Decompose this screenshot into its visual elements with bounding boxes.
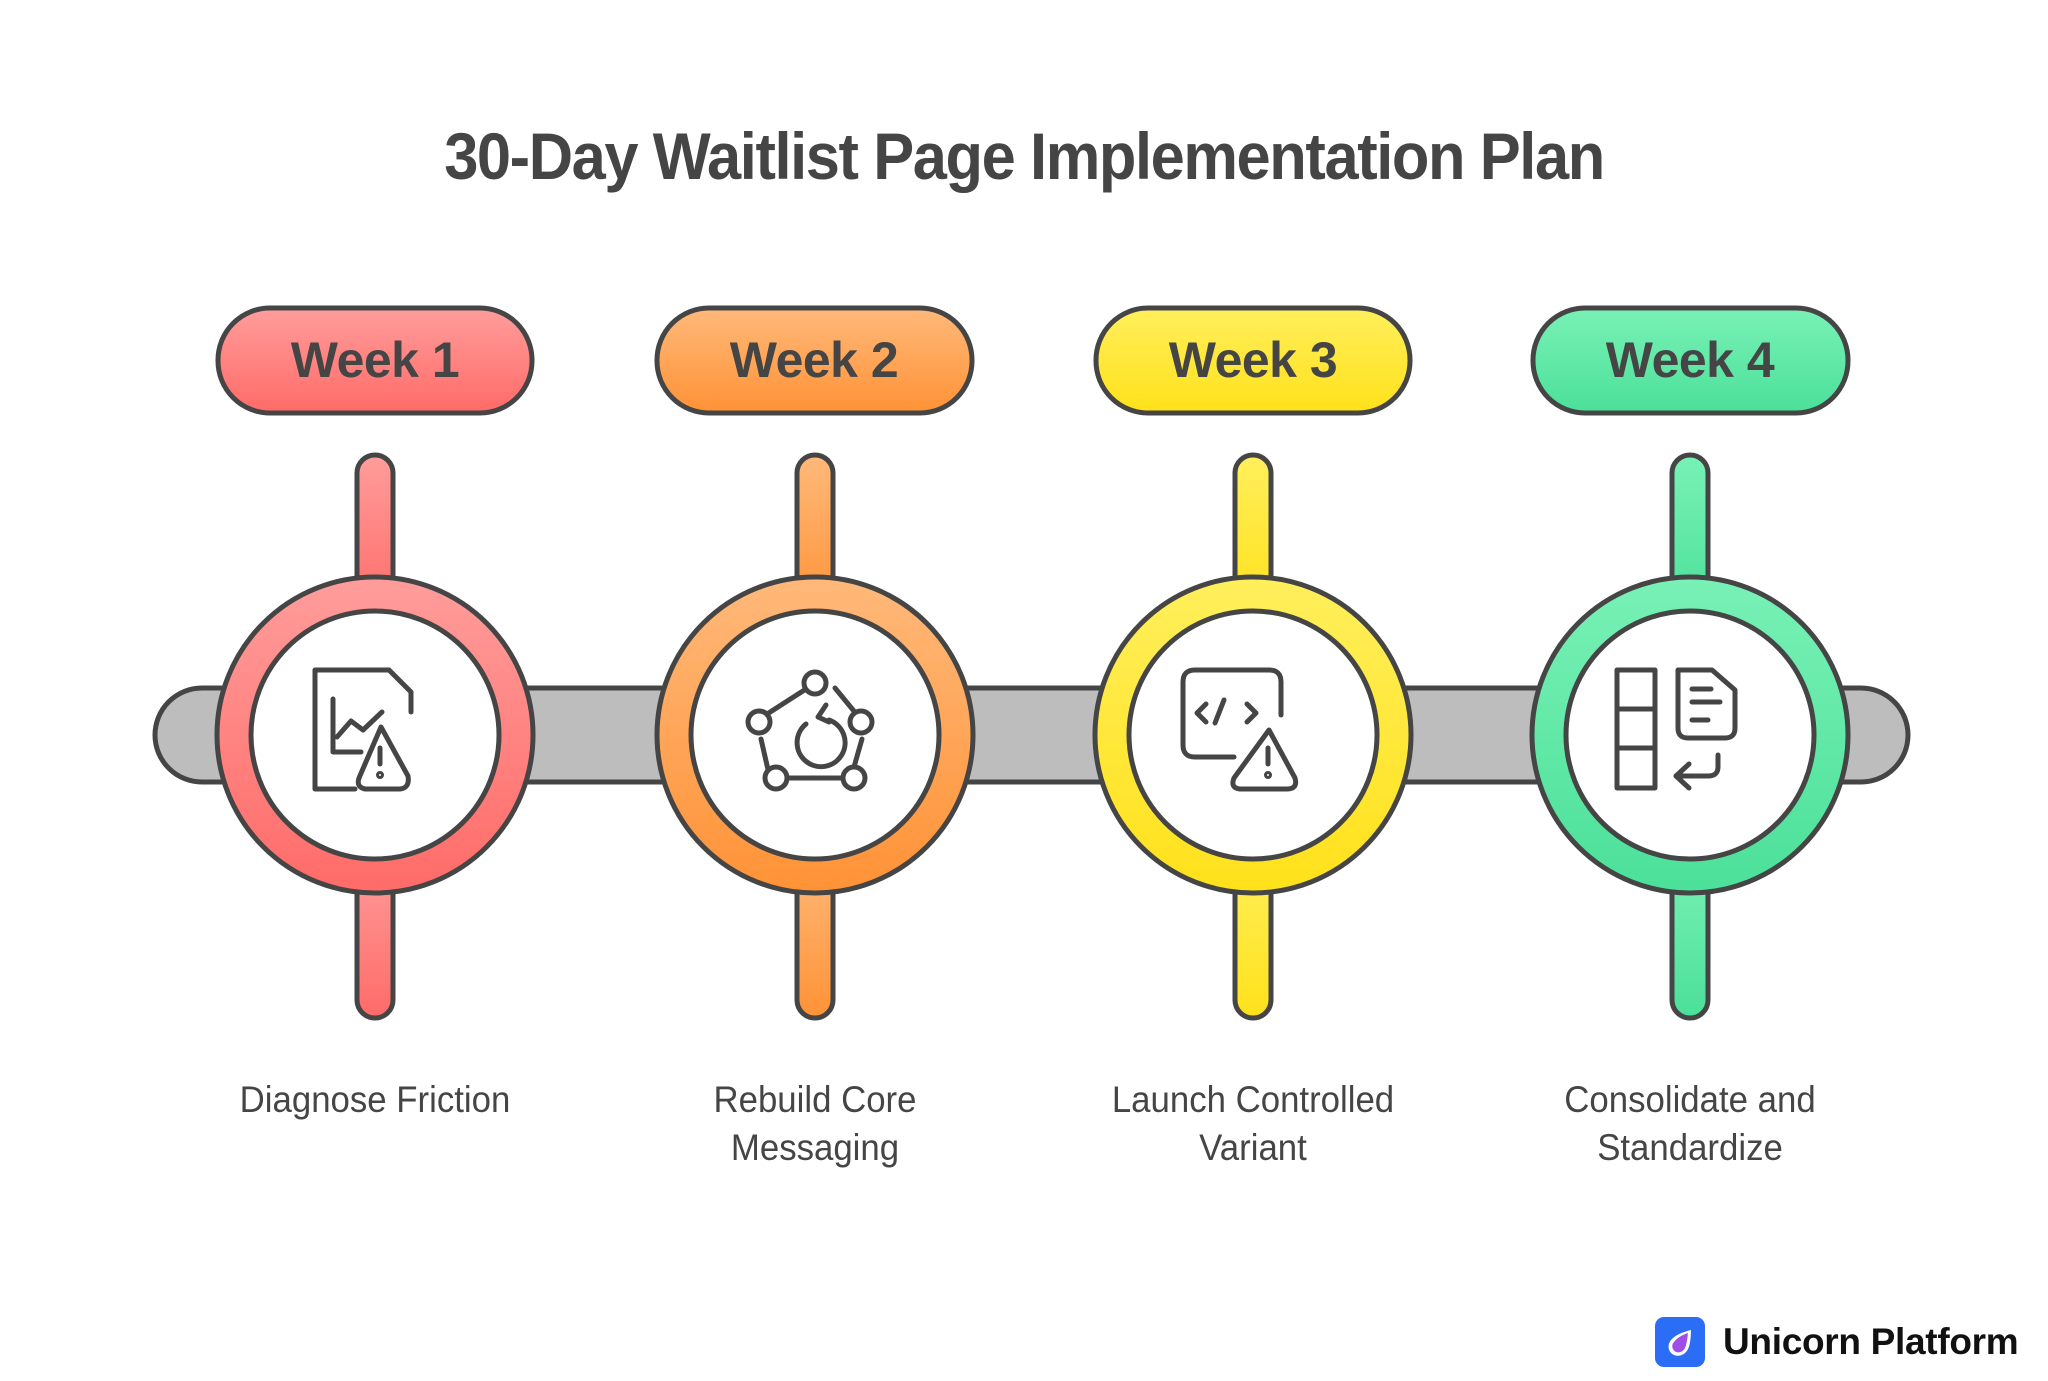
step-2-node	[654, 305, 976, 1021]
columns-document-return-icon	[1614, 667, 1738, 791]
step-1-description: Diagnose Friction	[239, 1079, 511, 1120]
week-2-label: Week 2	[729, 332, 899, 388]
step-4-description: Consolidate and Standardize	[1564, 1079, 1816, 1168]
network-refresh-icon	[745, 669, 875, 792]
week-2-pill	[654, 305, 975, 416]
week-1-pill	[215, 305, 535, 416]
step-3-node	[1092, 305, 1414, 1021]
chart-document-warning-icon	[312, 667, 414, 792]
week-4-label: Week 4	[1605, 332, 1775, 388]
step-2-description: Rebuild Core Messaging	[713, 1079, 917, 1168]
week-3-label: Week 3	[1168, 332, 1338, 388]
step-3-description: Launch Controlled Variant	[1111, 1079, 1395, 1168]
brand-watermark: Unicorn Platform	[1655, 1316, 2019, 1368]
step-4-node	[1529, 305, 1851, 1021]
timeline-bar	[152, 685, 1911, 785]
week-3-pill	[1093, 305, 1413, 416]
week-1-label: Week 1	[290, 332, 460, 388]
unicorn-logo-icon	[1655, 1317, 1705, 1367]
code-window-warning-icon	[1180, 667, 1299, 792]
week-4-pill	[1530, 305, 1851, 416]
brand-name: Unicorn Platform	[1723, 1321, 2019, 1362]
step-1-node	[214, 305, 536, 1021]
page-title: 30-Day Waitlist Page Implementation Plan	[444, 119, 1605, 193]
